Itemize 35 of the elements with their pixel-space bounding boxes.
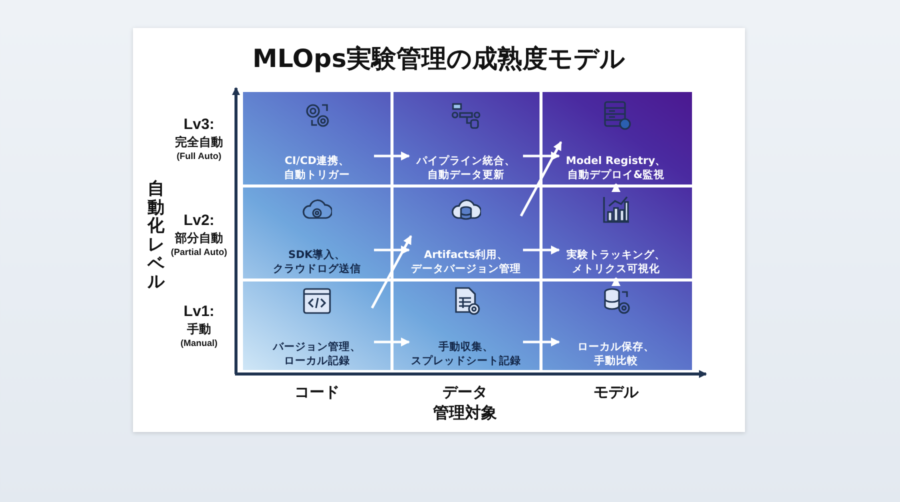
level-label: Lv3: — [182, 116, 216, 133]
arrow — [370, 235, 412, 309]
arrow — [374, 246, 410, 254]
category-label: データ — [442, 383, 488, 402]
category-label: モデル — [592, 383, 640, 402]
level-label: 部分自動 — [174, 230, 224, 247]
cell-text: SDK導入、クラウドログ送信 — [272, 248, 362, 276]
level-label: (Manual) — [180, 338, 218, 348]
cell-text: パイプライン統合、自動データ更新 — [415, 154, 516, 182]
level-label: Lv1: — [182, 303, 216, 320]
diagram-title: MLOps実験管理の成熟度モデル — [252, 43, 626, 75]
level-label: (Full Auto) — [176, 151, 222, 161]
maturity-cell — [411, 284, 521, 368]
arrow — [523, 246, 560, 254]
level-label: 手動 — [186, 321, 212, 338]
cell-text: バージョン管理、ローカル記録 — [272, 340, 362, 368]
arrow — [612, 277, 620, 286]
level-label: 完全自動 — [174, 134, 224, 151]
cell-text: Artifacts利用、データバージョン管理 — [411, 248, 521, 276]
arrow — [523, 152, 560, 160]
level-label: Lv2: — [182, 212, 216, 229]
level-label: (Partial Auto) — [170, 247, 228, 257]
axis-title: 自動化レベル — [148, 180, 164, 292]
category-label: コード — [294, 383, 340, 402]
cell-text: 手動収集、スプレッドシート記録 — [411, 340, 521, 368]
arrow — [374, 338, 410, 346]
arrow — [520, 141, 562, 217]
arrow — [523, 338, 560, 346]
arrow — [612, 183, 620, 192]
cell-text: Model Registry、自動デプロイ&監視 — [564, 154, 668, 182]
axis-title: 管理対象 — [432, 403, 498, 424]
cell-text: 実験トラッキング、メトリクス可視化 — [566, 248, 666, 276]
cell-text: CI/CD連携、自動トリガー — [283, 154, 351, 182]
arrow — [374, 152, 410, 160]
cell-text: ローカル保存、手動比較 — [576, 340, 656, 368]
